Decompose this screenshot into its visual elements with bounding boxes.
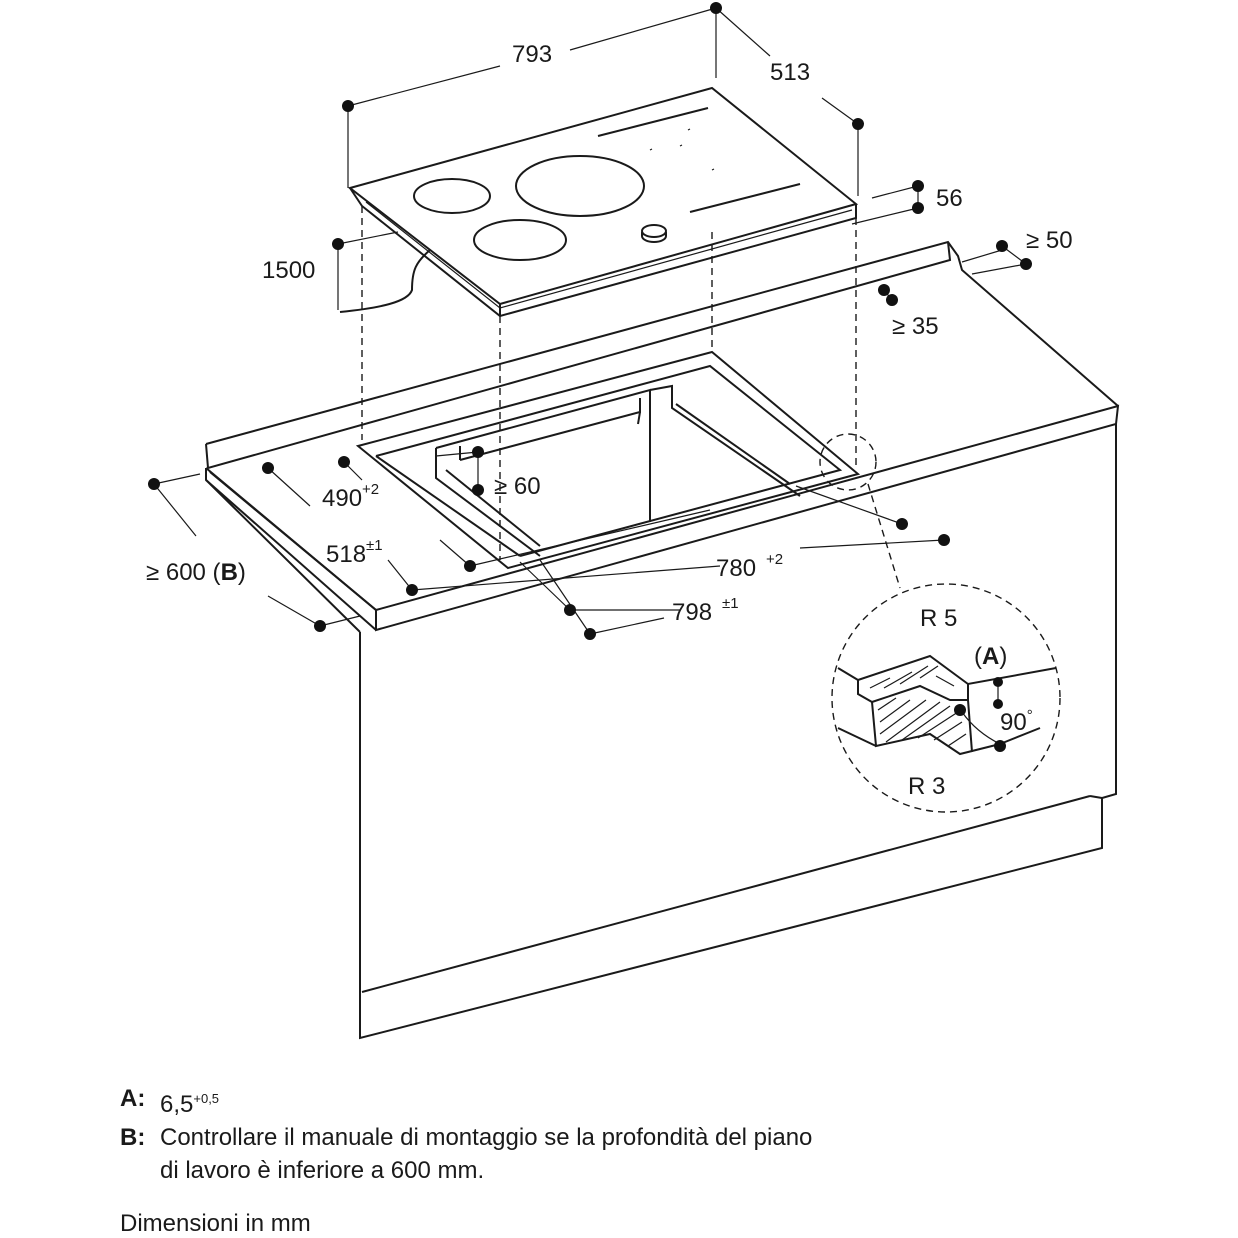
units-note: Dimensioni in mm [120, 1210, 311, 1237]
worktop [205, 240, 1120, 632]
label-recess-width-tol: ±1 [722, 595, 739, 612]
label-detail-ref: (A) [974, 643, 1007, 670]
note-b-text: Controllare il manuale di montaggio se l… [160, 1124, 813, 1184]
label-recess-depth: 518 [326, 541, 366, 568]
label-rear-clearance: ≥ 50 [1026, 227, 1073, 254]
dimension-lines [153, 7, 1027, 635]
projection-lines [361, 206, 857, 560]
installation-diagram: 793 513 56 1500 ≥ 50 ≥ 35 ≥ 60 490 +2 51… [146, 2, 1120, 1040]
label-worktop-depth: ≥ 600 (B) [146, 559, 246, 586]
note-a-key: A: [120, 1085, 146, 1112]
hob [339, 86, 859, 318]
label-radius-bottom: R 3 [908, 773, 945, 800]
label-cutout-width: 780 [716, 555, 756, 582]
cutout [355, 350, 861, 570]
label-cutout-width-tol: +2 [766, 551, 783, 568]
label-front-clearance: ≥ 60 [494, 473, 541, 500]
dimension-labels: 793 513 56 1500 ≥ 50 ≥ 35 ≥ 60 490 +2 51… [146, 41, 1073, 800]
label-side-clearance: ≥ 35 [892, 313, 939, 340]
label-angle: 90° [1000, 707, 1033, 736]
cooking-zone-medium-icon [473, 219, 567, 261]
note-b-key: B: [120, 1124, 146, 1151]
detail-callout [819, 433, 1061, 813]
label-cutout-depth-tol: +2 [362, 481, 379, 498]
label-cable-length: 1500 [262, 257, 315, 284]
label-hob-depth: 513 [770, 59, 810, 86]
notes: A: 6,5+0,5 B: Controllare il manuale di … [120, 1082, 1120, 1187]
note-a: A: 6,5+0,5 [120, 1082, 1120, 1121]
label-hob-width: 793 [512, 41, 552, 68]
control-knob-icon [641, 224, 667, 243]
note-b: B: Controllare il manuale di montaggio s… [120, 1121, 1120, 1187]
cooking-zone-large-icon [515, 155, 645, 217]
label-cutout-depth: 490 [322, 485, 362, 512]
cooking-zone-small-icon [413, 178, 491, 214]
label-hob-height: 56 [936, 185, 963, 212]
dimension-points [148, 2, 1032, 640]
label-radius-top: R 5 [920, 605, 957, 632]
label-recess-width: 798 [672, 599, 712, 626]
note-a-text: 6,5+0,5 [160, 1091, 220, 1118]
label-recess-depth-tol: ±1 [366, 537, 383, 554]
